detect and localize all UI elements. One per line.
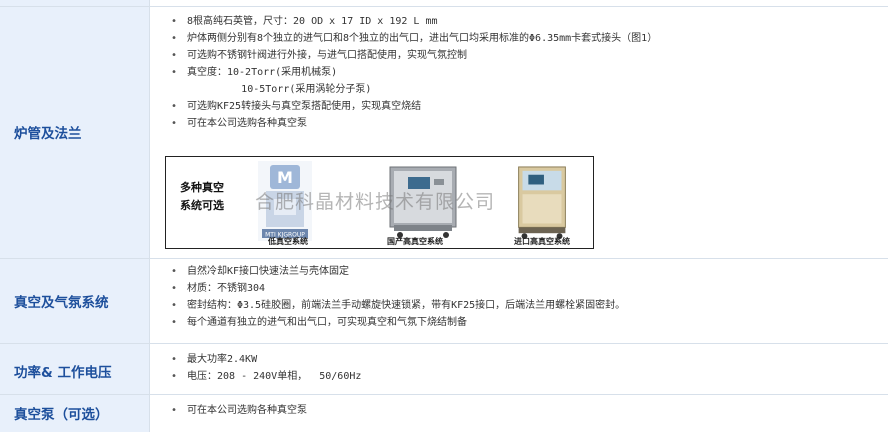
list-item: 可在本公司选购各种真空泵 [171,115,657,132]
row-label-cell [0,0,150,6]
row-value-cell: 可在本公司选购各种真空泵 [151,395,888,432]
bullet-list: 最大功率2.4KW 电压：208 - 240V单相， 50/60Hz [171,351,361,385]
list-item: 真空度：10-2Torr(采用机械泵) [171,64,657,81]
bullet-list: 可在本公司选购各种真空泵 [171,402,307,419]
table-row [0,0,888,7]
vacuum-systems-image: 多种真空 系统可选 M MTI KJGROUP 低真空系统 国产高真空系统 [165,156,594,249]
company-watermark: 合肥科晶材料技术有限公司 [255,191,496,213]
row-label-cell: 真空及气氛系统 [0,259,150,343]
row-label: 功率& 工作电压 [14,365,112,381]
row-label-cell: 功率& 工作电压 [0,344,150,394]
list-item: 材质：不锈钢304 [171,280,625,297]
table-row-vacuum-pump: 真空泵（可选） 可在本公司选购各种真空泵 [0,395,888,432]
bullet-list: 自然冷却KF接口快速法兰与壳体固定 材质：不锈钢304 密封结构：Φ3.5硅胶圈… [171,263,625,331]
row-label: 炉管及法兰 [14,126,82,142]
figure-caption-line: 多种真空 [180,181,224,194]
list-item: 每个通道有独立的进气和出气口，可实现真空和气氛下烧结制备 [171,314,625,331]
list-item: 电压：208 - 240V单相， 50/60Hz [171,368,361,385]
mti-logo-icon: M MTI KJGROUP [258,161,312,241]
list-item: 8根高纯石英管，尺寸：20 OD x 17 ID x 192 L mm [171,13,657,30]
svg-text:MTI KJGROUP: MTI KJGROUP [265,232,305,239]
unit-label: 进口高真空系统 [514,236,570,246]
row-label-cell: 炉管及法兰 [0,7,150,258]
row-label: 真空泵（可选） [14,407,109,423]
list-item: 最大功率2.4KW [171,351,361,368]
figure-caption-line: 系统可选 [180,199,224,212]
row-value-cell: 自然冷却KF接口快速法兰与壳体固定 材质：不锈钢304 密封结构：Φ3.5硅胶圈… [151,259,888,343]
vacuum-unit-icon [389,166,457,238]
list-item-continuation: 10-5Torr(采用涡轮分子泵) [187,84,372,95]
row-value-cell: 最大功率2.4KW 电压：208 - 240V单相， 50/60Hz [151,344,888,394]
list-item: 炉体两侧分别有8个独立的进气口和8个独立的出气口，进出气口均采用标准的Φ6.35… [171,30,657,47]
row-label: 真空及气氛系统 [14,295,109,311]
unit-label: 低真空系统 [268,236,308,246]
row-label-cell: 真空泵（可选） [0,395,150,432]
list-item: 可选购KF25转接头与真空泵搭配使用，实现真空烧结 [171,98,657,115]
row-value-cell: 8根高纯石英管，尺寸：20 OD x 17 ID x 192 L mm 炉体两侧… [151,7,888,258]
table-row-furnace-tube: 炉管及法兰 8根高纯石英管，尺寸：20 OD x 17 ID x 192 L m… [0,7,888,259]
figure-caption: 多种真空 系统可选 [180,179,240,215]
list-item: 可在本公司选购各种真空泵 [171,402,307,419]
unit-label: 国产高真空系统 [387,236,443,246]
bullet-list: 8根高纯石英管，尺寸：20 OD x 17 ID x 192 L mm 炉体两侧… [171,13,657,132]
list-item: 密封结构：Φ3.5硅胶圈，前端法兰手动螺旋快速锁紧，带有KF25接口，后端法兰用… [171,297,625,314]
list-item: 自然冷却KF接口快速法兰与壳体固定 [171,263,625,280]
list-item: 可选购不锈钢针阀进行外接，与进气口搭配使用，实现气氛控制 [171,47,657,64]
table-row-power: 功率& 工作电压 最大功率2.4KW 电压：208 - 240V单相， 50/6… [0,344,888,395]
table-row-vacuum-system: 真空及气氛系统 自然冷却KF接口快速法兰与壳体固定 材质：不锈钢304 密封结构… [0,259,888,344]
svg-text:M: M [277,168,293,187]
vacuum-unit-icon [518,166,566,240]
